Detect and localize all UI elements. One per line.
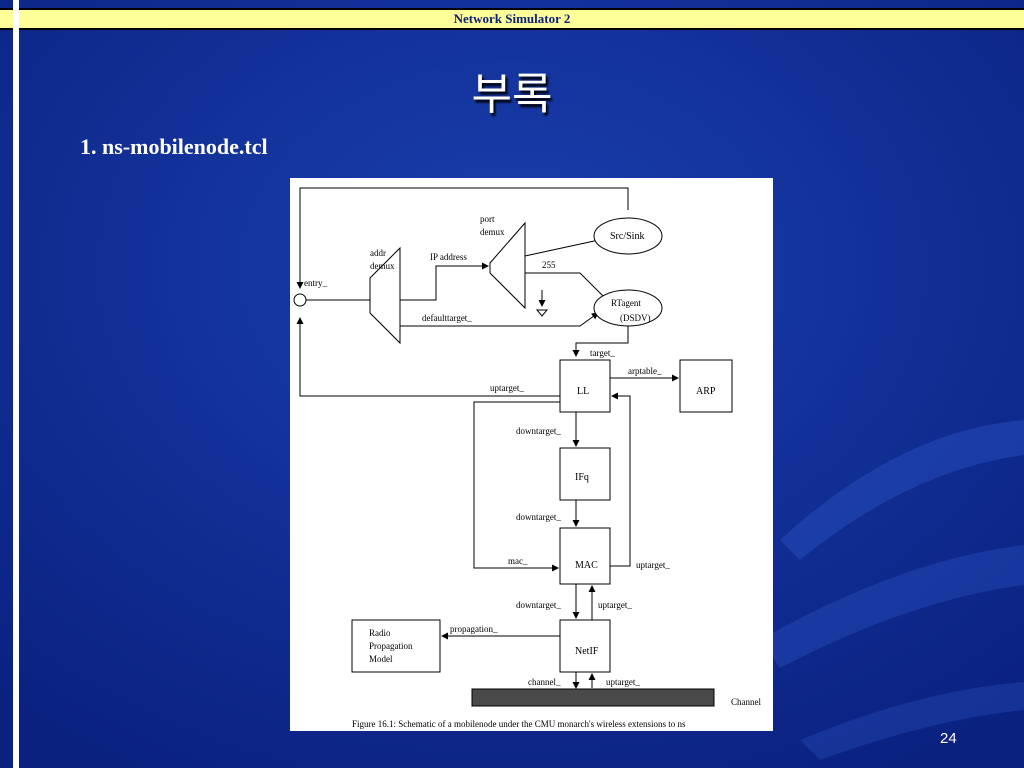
mac-text: MAC — [575, 560, 598, 571]
downtarget-2-label: downtarget_ — [516, 512, 561, 522]
downtarget-1-label: downtarget_ — [516, 426, 561, 436]
addr-demux — [369, 246, 401, 345]
uptarget-4-label: uptarget_ — [606, 677, 640, 687]
num-255-label: 255 — [542, 260, 556, 270]
addr-label: addr — [370, 248, 386, 258]
left-accent-line — [13, 0, 19, 768]
ifq-box — [559, 447, 611, 501]
channel-label: channel_ — [528, 677, 561, 687]
port-label: port — [480, 214, 495, 224]
channel-bar — [471, 688, 715, 707]
netif-text: NetIF — [575, 646, 599, 657]
slide-subtitle: 1. ns-mobilenode.tcl — [80, 134, 268, 159]
addr-demux-label: demux — [370, 261, 395, 271]
figure-caption: Figure 16.1: Schematic of a mobilenode u… — [352, 719, 686, 729]
demux-label: demux — [480, 227, 505, 237]
radio-propagation-box — [351, 619, 441, 673]
port-demux — [489, 221, 526, 310]
uptarget-ll-label: uptarget_ — [490, 383, 524, 393]
slide-title: 부록 — [471, 69, 553, 120]
ll-text: LL — [577, 386, 589, 397]
target-label: target_ — [590, 348, 615, 358]
mac-label: mac_ — [508, 556, 528, 566]
mobilenode-diagram: port demux addr demux IP address 255 ent… — [290, 178, 773, 731]
mac-box — [559, 527, 611, 585]
entry-label: entry_ — [304, 278, 327, 288]
downtarget-3-label: downtarget_ — [516, 600, 561, 610]
arp-box — [679, 359, 733, 413]
loop-top-line — [296, 187, 629, 289]
page-number: 24 — [940, 730, 957, 747]
channel-text: Channel — [731, 697, 761, 707]
uptarget-mac-label: uptarget_ — [636, 560, 670, 570]
ifq-text: IFq — [575, 472, 589, 483]
radio-text-2: Propagation — [369, 641, 413, 651]
arp-text: ARP — [696, 386, 716, 397]
uptarget-3-label: uptarget_ — [598, 600, 632, 610]
header-bar: Network Simulator 2 — [0, 8, 1024, 30]
propagation-label: propagation_ — [450, 624, 498, 634]
dsdv-text: (DSDV) — [620, 313, 651, 323]
default-target-label: defaulttarget_ — [422, 313, 472, 323]
ip-address-label: IP address — [430, 252, 467, 262]
header-title: Network Simulator 2 — [453, 11, 571, 26]
src-sink-text: Src/Sink — [610, 231, 644, 242]
ll-box — [559, 359, 611, 413]
entry-node — [293, 293, 307, 307]
src-sink-agent — [593, 217, 663, 255]
rtagent-text: RTagent — [611, 298, 641, 308]
radio-text-3: Model — [369, 654, 393, 664]
radio-text-1: Radio — [369, 628, 391, 638]
arptable-label: arptable_ — [628, 366, 662, 376]
netif-box — [559, 619, 611, 673]
